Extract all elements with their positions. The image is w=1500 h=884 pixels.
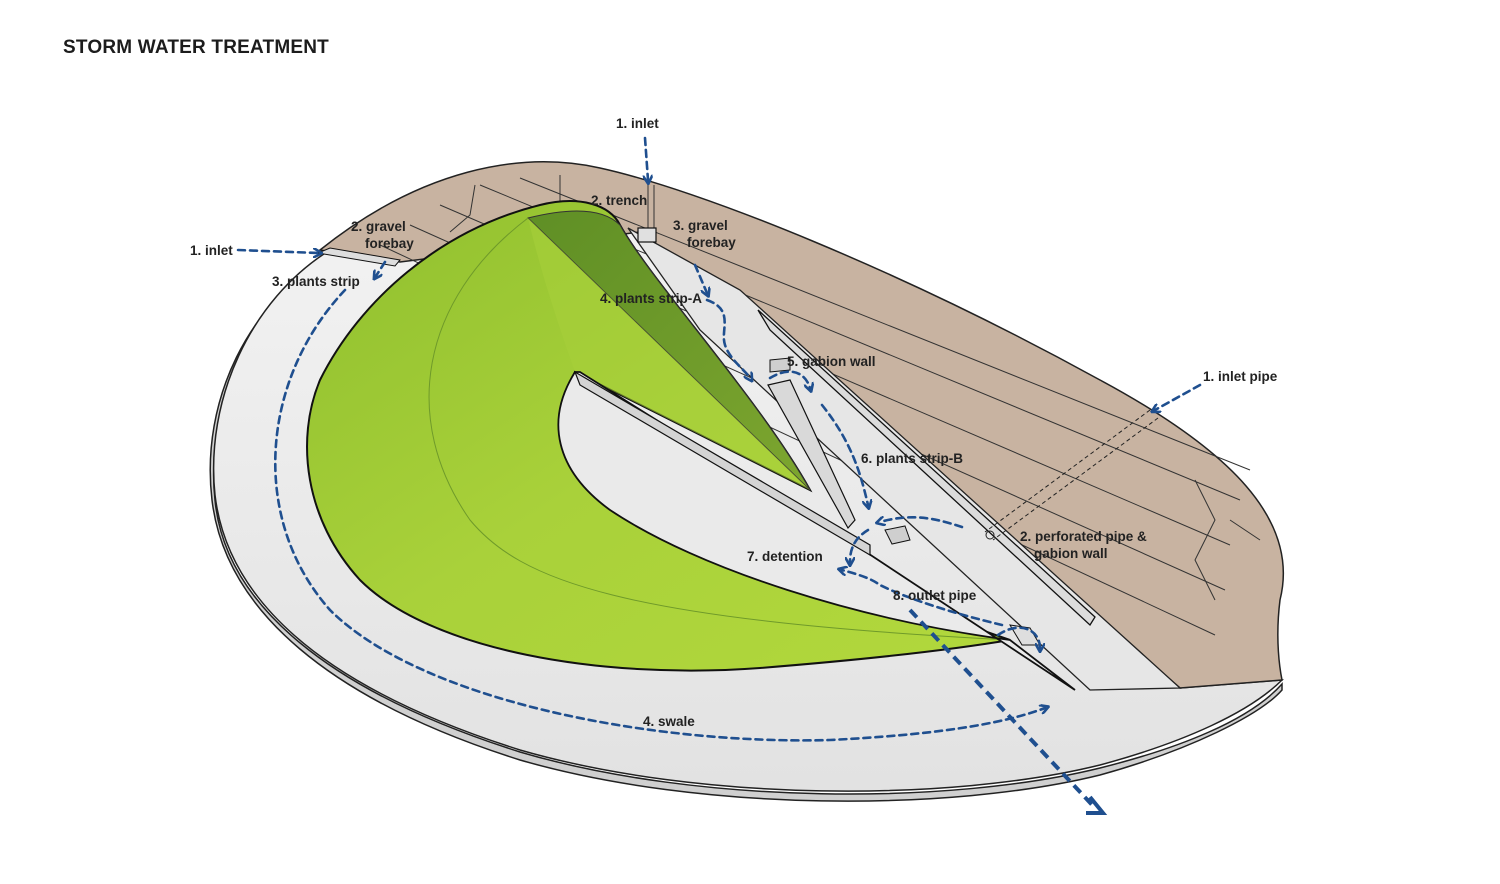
flow-detention-return [842, 570, 1004, 627]
inlet-pipe-line-1 [984, 409, 1151, 533]
gabion-wall-d [884, 525, 911, 545]
flow-strip-a [705, 298, 750, 378]
inlet-pipe-line-2 [992, 417, 1159, 541]
perforated-pipe-end [985, 530, 995, 540]
trench-mark [647, 185, 655, 232]
label-perforated-1: 2. perforated pipe & [1020, 529, 1147, 544]
lawn-cone-light [528, 218, 810, 490]
flow-inlet-pipe [1155, 383, 1202, 410]
detention-basin [557, 371, 1076, 691]
label-perforated-2: gabion wall [1034, 546, 1108, 561]
flow-forebay-right [693, 263, 707, 293]
flow-swale [274, 288, 1045, 742]
flow-forebay-left [376, 260, 387, 276]
gravel-forebay-left [316, 247, 401, 267]
gabion-wall-c [769, 357, 791, 373]
label-plants-strip: 3. plants strip [272, 274, 360, 289]
label-trench: 2. trench [591, 193, 647, 208]
flow-inlet-top [645, 136, 648, 180]
flow-strip-b [820, 403, 868, 505]
label-plants-strip-a: 4. plants strip-A [600, 291, 702, 306]
platform-base-edge [209, 257, 1283, 802]
lawn-cone-face [527, 210, 811, 491]
flow-outlet-pipe [908, 608, 1097, 810]
gabion-wall-a [757, 309, 1096, 627]
label-gabion-wall: 5. gabion wall [787, 354, 876, 369]
label-inlet-pipe: 1. inlet pipe [1203, 369, 1278, 384]
label-inlet-left: 1. inlet [190, 243, 233, 258]
label-gravel-forebay-right-2: forebay [687, 235, 736, 250]
label-outlet-pipe: 8. outlet pipe [893, 588, 977, 603]
label-gravel-forebay-left-1: 2. gravel [351, 219, 406, 234]
flow-gabion [768, 370, 810, 388]
flow-perforated [880, 517, 964, 529]
label-gravel-forebay-left-2: forebay [365, 236, 414, 251]
gabion-wall-b [767, 379, 856, 530]
flow-outlet-head [1086, 795, 1108, 815]
flow-inlet-left [236, 250, 318, 253]
gravel-forebay-right [637, 227, 657, 243]
paving-band [318, 161, 1285, 689]
label-detention: 7. detention [747, 549, 823, 564]
label-plants-strip-b: 6. plants strip-B [861, 451, 963, 466]
flow-detention [850, 528, 870, 562]
label-gravel-forebay-right-1: 3. gravel [673, 218, 728, 233]
detention-wall [573, 370, 871, 557]
flow-outlet-arc [996, 626, 1040, 648]
label-swale: 4. swale [643, 714, 695, 729]
label-inlet-top: 1. inlet [616, 116, 659, 131]
lawn-ridge [428, 217, 1011, 641]
page-title: STORM WATER TREATMENT [63, 37, 329, 58]
flow-arrows [236, 136, 1202, 815]
